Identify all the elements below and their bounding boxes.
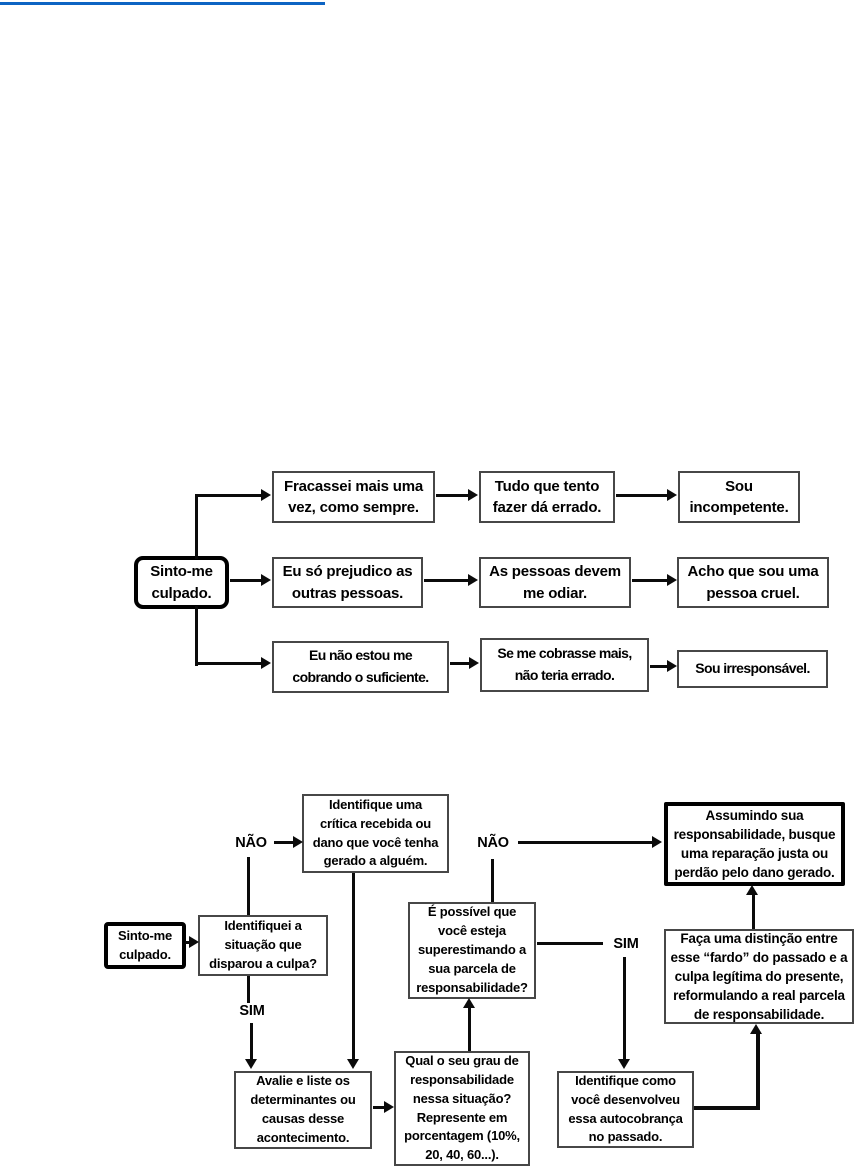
connector-root2-q1 <box>185 941 190 944</box>
connector-avalie-grau <box>373 1106 385 1109</box>
connector-grau-superestimando <box>468 1007 471 1051</box>
box-grau-responsabilidade: Qual o seu grau de responsabilidade ness… <box>394 1051 530 1166</box>
box-avalie-liste: Avalie e liste os determinantes ou causa… <box>234 1071 372 1149</box>
arrow-head-to-row3 <box>261 657 271 669</box>
box-superestimando: É possível que você esteja superestimand… <box>408 902 536 999</box>
arrow-head-to-row1 <box>261 489 271 501</box>
box-faca-distincao: Faça uma distinção entre esse “fardo” do… <box>664 929 854 1024</box>
arrow-head-critica-avalie <box>347 1059 359 1069</box>
connector-identifique-faca-v <box>756 1033 760 1110</box>
arrow-head-grau-superestimando <box>463 998 475 1008</box>
arrow-head-avalie-grau <box>384 1101 394 1113</box>
connector-row1-b <box>616 494 668 497</box>
label-sim-2: SIM <box>613 936 639 952</box>
arrow-head-faca-assumindo <box>746 885 758 895</box>
box-devem-me-odiar: As pessoas devem me odiar. <box>479 557 631 608</box>
box-sou-incompetente: Sou incompetente. <box>678 471 800 523</box>
arrow-head-sim1-avalie <box>245 1059 257 1069</box>
connector-nao2-assumindo <box>518 841 653 844</box>
connector-root-up <box>195 494 198 559</box>
connector-root-down-h <box>195 662 262 665</box>
box-sinto-me-culpado-2: Sinto-me culpado. <box>104 922 186 969</box>
arrow-head-row2-b <box>667 574 677 586</box>
arrow-head-root2-q1 <box>189 936 199 948</box>
arrow-head-row1-a <box>468 489 478 501</box>
connector-identifique-faca-h <box>694 1106 760 1110</box>
arrow-head-row2-a <box>468 574 478 586</box>
arrow-head-sim2-identifique <box>618 1059 630 1069</box>
connector-row3-b <box>650 665 668 668</box>
arrow-head-nao1-critica <box>293 836 303 848</box>
box-sou-irresponsavel: Sou irresponsável. <box>677 650 828 688</box>
label-nao-2: NÃO <box>477 835 509 851</box>
connector-row3-a <box>450 662 470 665</box>
connector-superestimando-sim2 <box>537 942 603 945</box>
connector-row2-a <box>424 579 469 582</box>
box-identifique-critica: Identifique uma crítica recebida ou dano… <box>302 794 449 873</box>
connector-superestimando-nao2 <box>491 859 494 902</box>
connector-sim1-avalie <box>250 1023 253 1060</box>
arrow-head-row3-b <box>667 660 677 672</box>
box-fracassei: Fracassei mais uma vez, como sempre. <box>272 471 435 523</box>
connector-nao1-critica <box>274 841 294 844</box>
connector-root-down <box>195 606 198 666</box>
top-hyperlink-rule <box>0 2 325 5</box>
connector-q1-nao1 <box>247 857 250 915</box>
connector-row2-b <box>632 579 668 582</box>
box-assumindo-responsabilidade: Assumindo sua responsabilidade, busque u… <box>664 802 845 886</box>
label-nao-1: NÃO <box>235 835 267 851</box>
connector-row1-a <box>436 494 469 497</box>
arrow-head-row3-a <box>469 657 479 669</box>
connector-root-mid <box>230 579 262 582</box>
arrow-head-nao2-assumindo <box>652 836 662 848</box>
label-sim-1: SIM <box>239 1003 265 1019</box>
box-tudo-da-errado: Tudo que tento fazer dá errado. <box>479 471 615 523</box>
box-nao-estou-cobrando: Eu não estou me cobrando o suficiente. <box>272 641 449 693</box>
arrow-head-to-row2 <box>261 574 271 586</box>
arrow-head-row1-b <box>667 489 677 501</box>
connector-faca-assumindo <box>752 893 755 929</box>
box-identifique-autocobranca: Identifique como você desenvolveu essa a… <box>557 1071 694 1148</box>
connector-q1-sim1 <box>247 976 250 1003</box>
box-sinto-me-culpado-1: Sinto-me culpado. <box>134 556 229 609</box>
connector-sim2-identifique <box>623 957 626 1060</box>
connector-critica-avalie <box>352 873 355 1060</box>
box-se-me-cobrasse: Se me cobrasse mais, não teria errado. <box>480 638 649 692</box>
arrow-head-identifique-faca <box>750 1024 762 1034</box>
box-pessoa-cruel: Acho que sou uma pessoa cruel. <box>677 557 829 608</box>
box-so-prejudico: Eu só prejudico as outras pessoas. <box>272 557 423 608</box>
box-identifiquei-situacao: Identifiquei a situação que disparou a c… <box>198 915 328 976</box>
connector-root-up-h <box>195 494 262 497</box>
